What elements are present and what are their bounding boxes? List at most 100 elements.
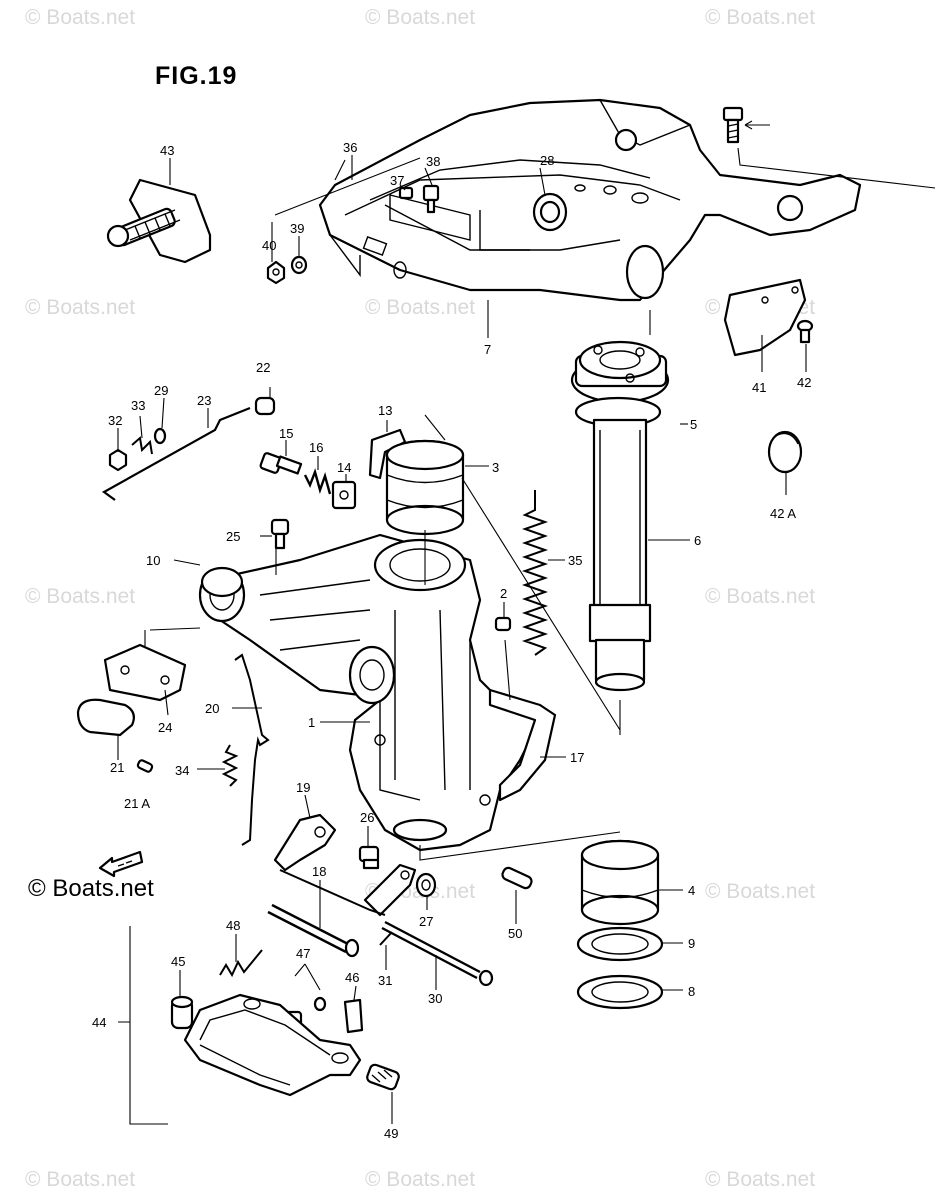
callout-label: 10	[146, 553, 160, 568]
part-32-nut	[108, 448, 128, 472]
callout-label: 42	[797, 375, 811, 390]
part-26-bolt	[358, 845, 380, 870]
part-2-bolt	[494, 616, 512, 632]
arrow-icon	[744, 120, 753, 130]
callout-label: 47	[296, 946, 310, 961]
callout-label: 21 A	[124, 796, 150, 811]
callout-label: 16	[309, 440, 323, 455]
part-7-bracket	[318, 98, 862, 302]
part-8-washer	[576, 974, 664, 1010]
part-42a-cap	[767, 430, 803, 474]
fwd-arrow-icon	[98, 850, 144, 878]
part-31-pin	[379, 931, 393, 946]
part-9-seal	[576, 926, 664, 962]
watermark: © Boats.net	[365, 6, 476, 29]
watermark: © Boats.net	[25, 1168, 136, 1191]
part-25-nipple	[270, 518, 290, 550]
callout-label: 27	[419, 914, 433, 929]
watermark: © Boats.net	[365, 1168, 476, 1191]
callout-label: 36	[343, 140, 357, 155]
callout-label: 14	[337, 460, 351, 475]
part-15-bolt	[259, 452, 303, 475]
part-44-frame	[183, 993, 362, 1097]
watermark: © Boats.net	[705, 585, 816, 608]
callout-label: 48	[226, 918, 240, 933]
callout-label: 29	[154, 383, 168, 398]
part-39-washer	[290, 255, 308, 275]
callout-label: 9	[688, 936, 695, 951]
part-42-screw	[796, 319, 814, 344]
brand-logo-text: © Boats.net	[28, 875, 154, 902]
callout-label: 37	[390, 173, 404, 188]
part-46-bracket	[343, 998, 364, 1034]
part-6-steering-tube	[588, 418, 652, 692]
callout-label: 32	[108, 413, 122, 428]
part-21a-pin	[136, 759, 154, 773]
assembly-guide-lines	[144, 147, 936, 861]
callout-label: 35	[568, 553, 582, 568]
part-10-bushing	[200, 566, 244, 598]
part-22-cap	[254, 396, 276, 416]
callout-label: 17	[570, 750, 584, 765]
watermark: © Boats.net	[705, 6, 816, 29]
callout-labels: 43 36 38 37 28 40 39 7 41 42 5 42 A 6 22…	[92, 140, 811, 1141]
part-48-spring	[219, 949, 263, 978]
callout-label: 41	[752, 380, 766, 395]
callout-label: 28	[540, 153, 554, 168]
callout-label: 18	[312, 864, 326, 879]
part-40-nut	[266, 260, 286, 285]
callout-label: 25	[226, 529, 240, 544]
callout-label: 2	[500, 586, 507, 601]
callout-label: 4	[688, 883, 695, 898]
callout-label: 5	[690, 417, 697, 432]
part-12-bolt	[722, 106, 744, 144]
callout-label: 44	[92, 1015, 106, 1030]
callout-label: 23	[197, 393, 211, 408]
part-24-clamp	[103, 643, 187, 702]
part-21-pad	[76, 698, 135, 737]
part-5-flange	[570, 340, 670, 428]
callout-label: 43	[160, 143, 174, 158]
callout-label: 42 A	[770, 506, 796, 521]
watermark: © Boats.net	[365, 296, 476, 319]
callout-label: 38	[426, 154, 440, 169]
watermark: © Boats.net	[25, 585, 136, 608]
callout-label: 3	[492, 460, 499, 475]
callout-label: 8	[688, 984, 695, 999]
callout-label: 6	[694, 533, 701, 548]
callout-label: 19	[296, 780, 310, 795]
callout-label: 1	[308, 715, 315, 730]
callout-label: 24	[158, 720, 172, 735]
part-38-bolt	[422, 184, 440, 214]
watermark: © Boats.net	[25, 296, 136, 319]
part-49-bolt	[366, 1063, 400, 1091]
callout-label: 50	[508, 926, 522, 941]
part-lever-plate	[279, 863, 417, 917]
part-30-bolt	[381, 920, 494, 987]
callout-label: 13	[378, 403, 392, 418]
part-37-bolt	[398, 186, 414, 200]
watermark: © Boats.net	[705, 1168, 816, 1191]
callout-label: 40	[262, 238, 276, 253]
part-13-clip	[368, 428, 407, 480]
callout-label: 21	[110, 760, 124, 775]
part-34-spring	[221, 744, 239, 787]
callout-label: 30	[428, 991, 442, 1006]
callout-label: 22	[256, 360, 270, 375]
callout-label: 15	[279, 426, 293, 441]
part-27-washer	[415, 872, 437, 898]
part-33-spring	[131, 436, 153, 455]
part-43-bracket	[106, 178, 212, 264]
part-19-lever	[273, 813, 337, 872]
callout-label: 46	[345, 970, 359, 985]
part-45-cap	[170, 995, 194, 1030]
callout-label: 31	[378, 973, 392, 988]
part-50-pin	[501, 866, 533, 890]
callout-label: 34	[175, 763, 189, 778]
part-4-bushing	[580, 839, 660, 926]
part-23-rod	[101, 406, 251, 501]
callout-label: 20	[205, 701, 219, 716]
part-16-spring	[303, 468, 332, 495]
callout-label: 49	[384, 1126, 398, 1141]
